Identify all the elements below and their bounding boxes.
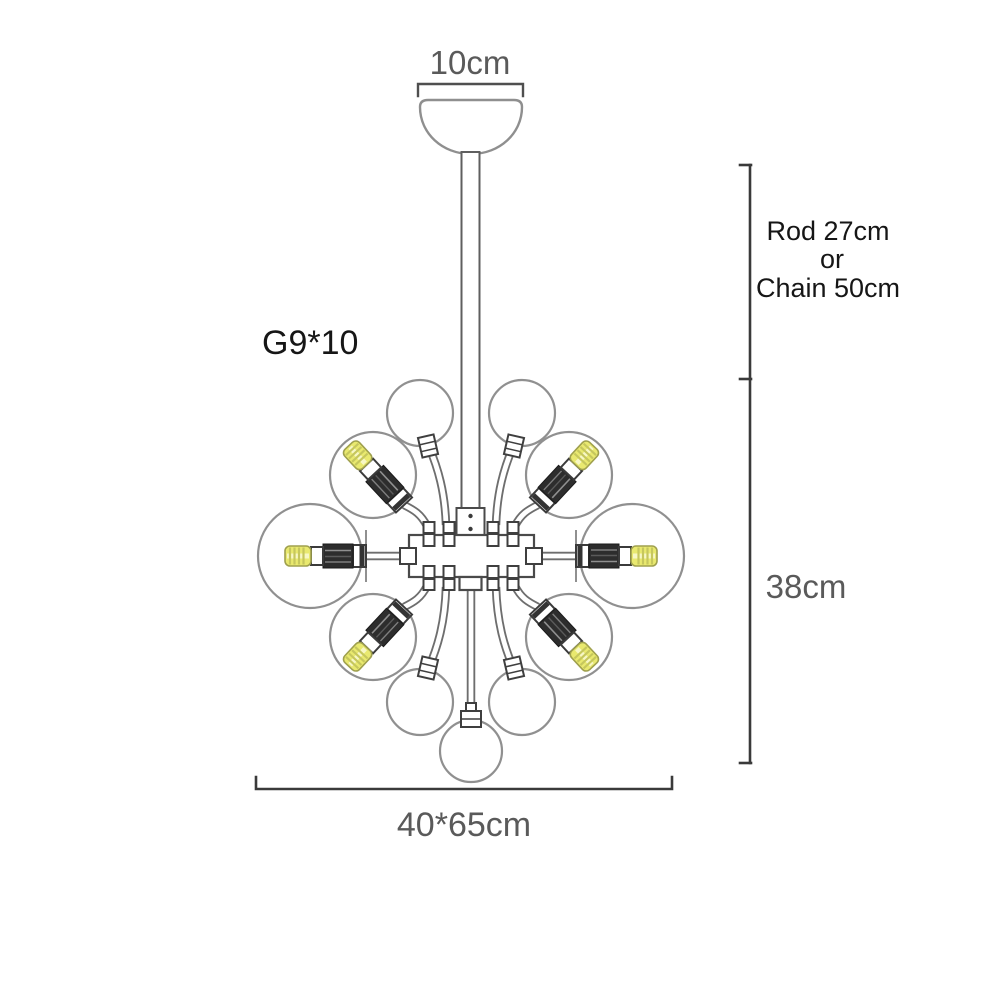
dimension-line (416, 82, 525, 98)
arms (367, 445, 575, 713)
holder-bottom-left (416, 655, 440, 681)
drop-label-line3: Chain 50cm (756, 273, 900, 303)
globe-upper-left (328, 430, 418, 520)
holder-bottom-center (460, 702, 482, 728)
hanging-rod (460, 151, 481, 510)
body-height-label: 38cm (766, 568, 847, 605)
g9-bulb-right (574, 542, 659, 570)
globe-lower-right (524, 592, 614, 682)
arm-bottom-right (491, 586, 517, 669)
g9-bulb-lower-right (528, 597, 604, 676)
holder-top-right (502, 433, 526, 459)
g9-bulb-upper-left (338, 436, 414, 515)
drop-label-line2: or (820, 244, 844, 274)
canopy-width-label: 10cm (430, 44, 511, 81)
globe-bottom-right (487, 667, 557, 737)
g9-bulb-left (283, 542, 368, 570)
arm-bottom-left (425, 586, 451, 669)
dimension-line (254, 775, 674, 791)
g9-bulb-lower-left (338, 597, 414, 676)
plate-screw (468, 513, 473, 519)
globe-top-right (487, 378, 557, 448)
drop-label-line1: Rod 27cm (766, 216, 889, 246)
body-size-label: 40*65cm (397, 806, 531, 844)
arm-top-left (425, 445, 451, 526)
holder-top-left (416, 433, 440, 459)
rod-mounting-plate (455, 507, 486, 537)
globe-lower-left (328, 592, 418, 682)
ceiling-canopy (418, 98, 524, 156)
height-dimension: Rod 27cm or Chain 50cm 38cm (738, 163, 900, 765)
hub-connectors (399, 521, 543, 591)
g9-bulb-upper-right (528, 436, 604, 515)
bulb-spec-label: G9*10 (262, 324, 358, 362)
holder-bottom-right (502, 655, 526, 681)
stem-plate (458, 575, 483, 592)
globe-top-left (385, 378, 455, 448)
globe-bottom-center (438, 718, 504, 784)
arm-top-right (491, 445, 517, 526)
width-dimension: 40*65cm (254, 775, 674, 844)
globe-upper-right (524, 430, 614, 520)
plate-screw (468, 526, 473, 532)
canopy-width-dimension: 10cm (416, 44, 525, 98)
globe-bottom-left (385, 667, 455, 737)
